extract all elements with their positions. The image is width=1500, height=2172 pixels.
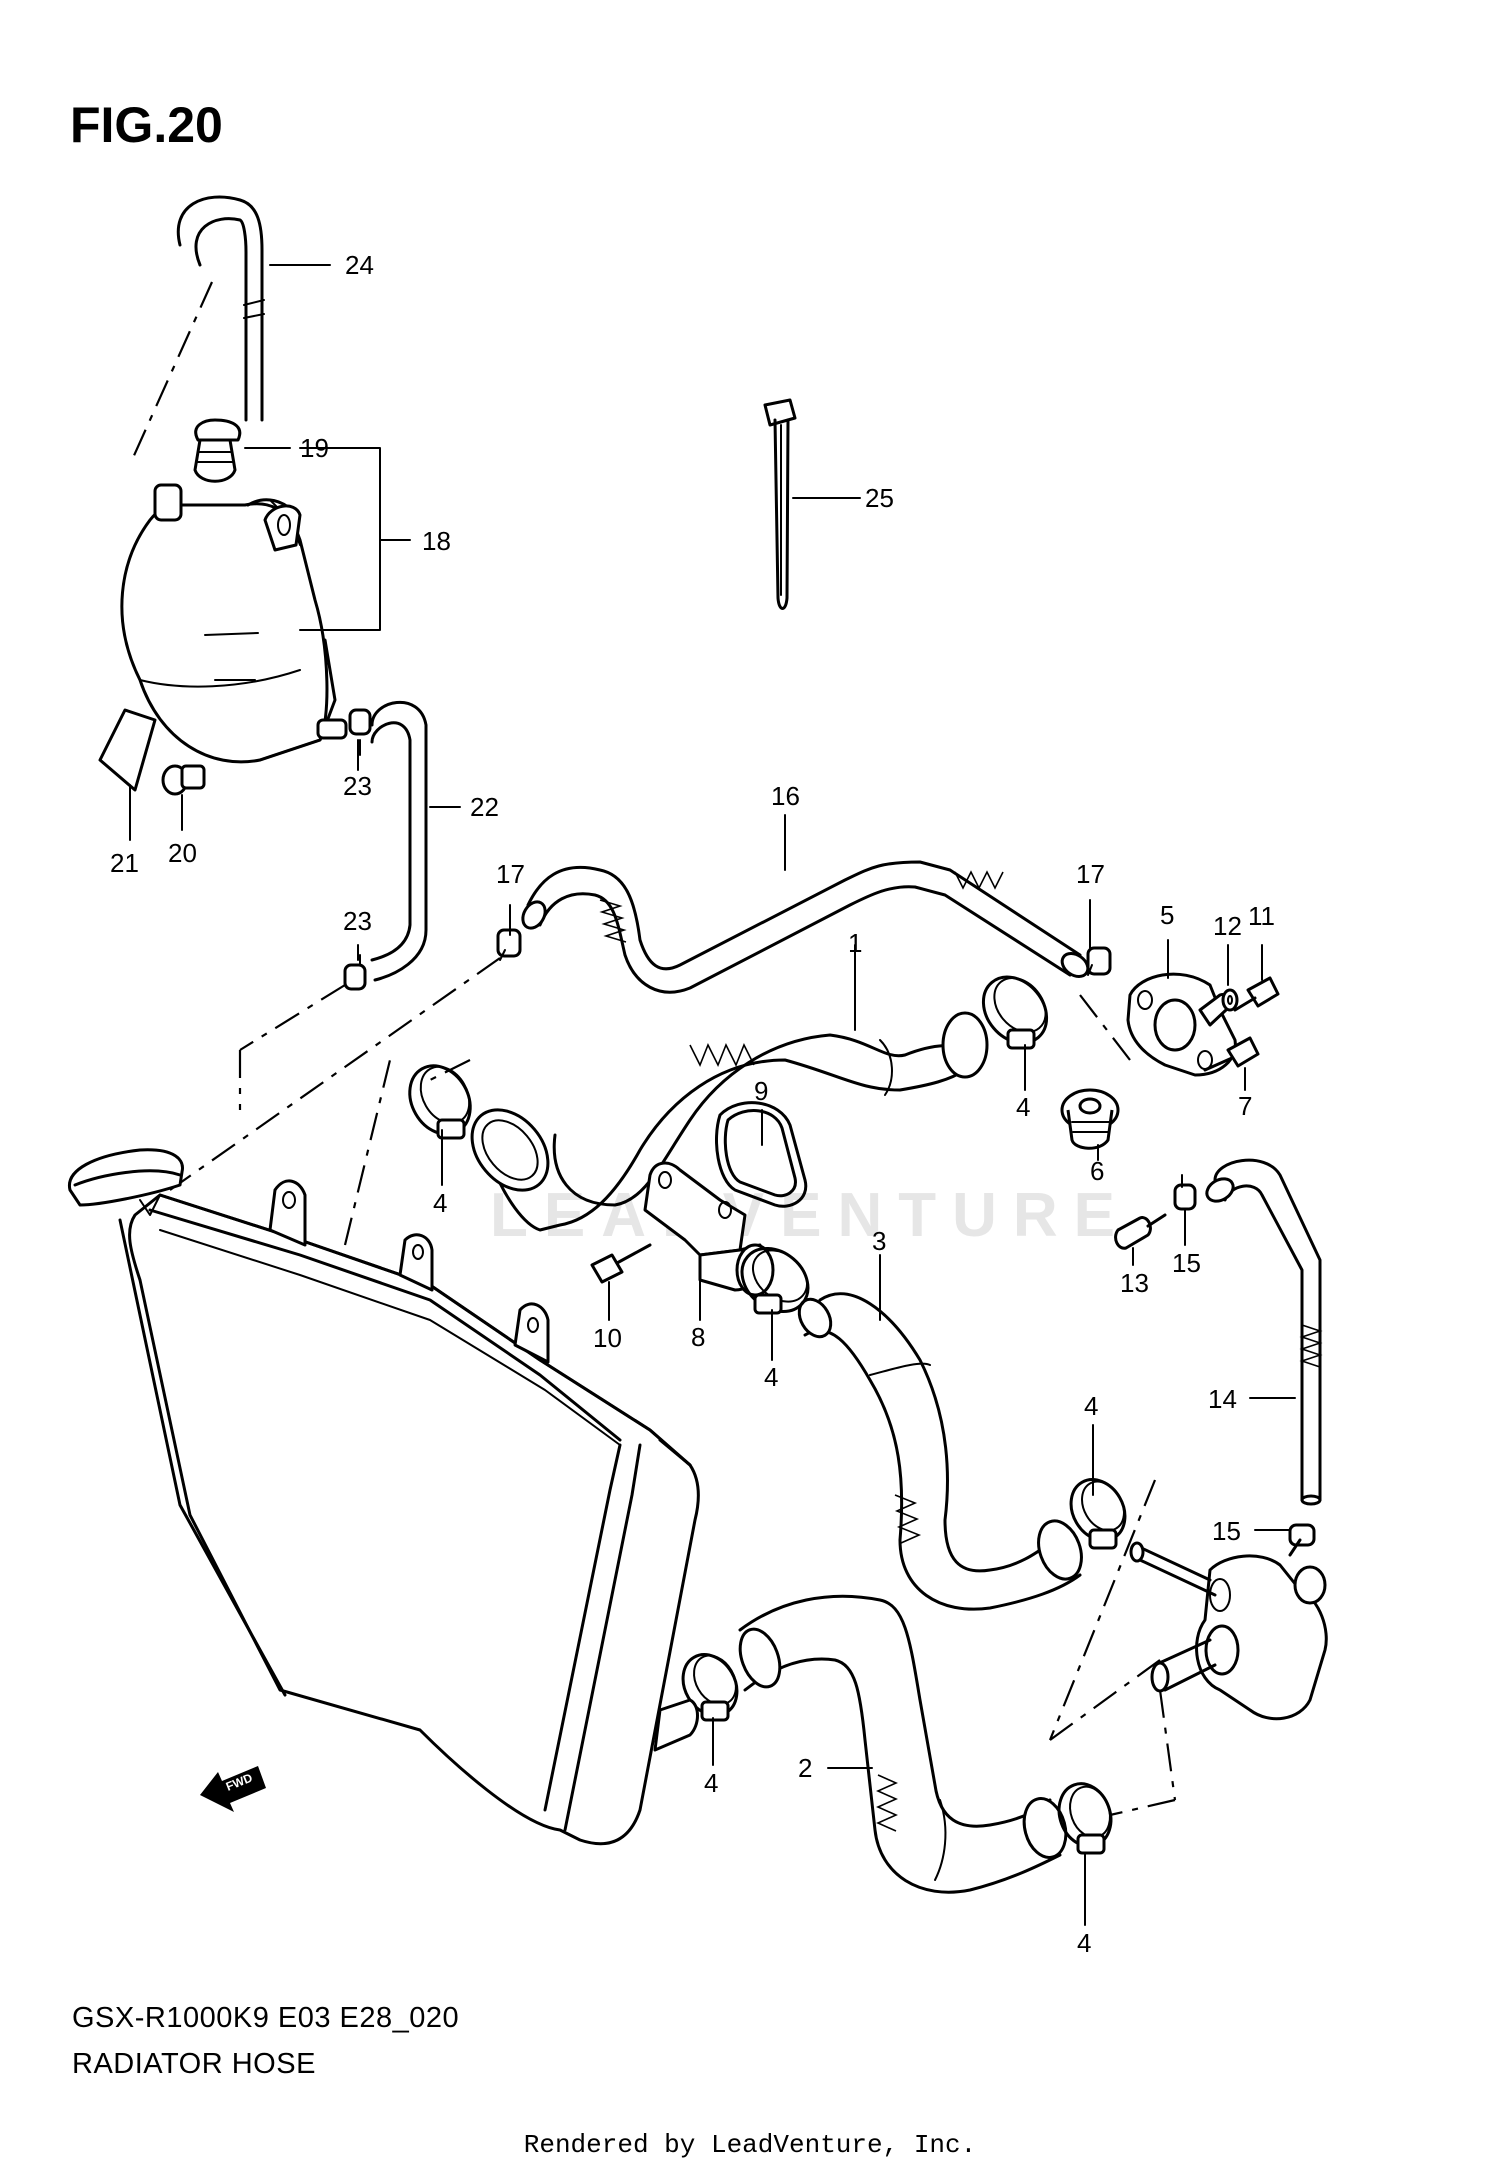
o-ring-9 (715, 1101, 808, 1208)
reservoir-tank-18 (120, 483, 348, 764)
thermostat-cover-5 (1079, 972, 1237, 1077)
callout-4-d: 4 (1084, 1391, 1098, 1421)
hose-clamp-4-b (981, 975, 1049, 1050)
callout-12: 12 (1213, 911, 1242, 941)
callout-8: 8 (691, 1322, 705, 1352)
bolt-11 (1233, 976, 1280, 1012)
callout-17-left: 17 (496, 859, 525, 889)
callouts: 24 19 18 25 21 20 23 22 16 17 23 1 17 5 … (110, 250, 1275, 1958)
callout-4-b: 4 (1016, 1092, 1030, 1122)
fwd-arrow: FWD (200, 1766, 266, 1812)
lower-hose-3 (797, 1292, 1083, 1611)
breather-hose-24 (130, 195, 265, 461)
callout-17-right: 17 (1076, 859, 1105, 889)
render-credit: Rendered by LeadVenture, Inc. (523, 2130, 977, 2160)
figure-title: FIG.20 (70, 97, 223, 153)
overflow-hose-22 (238, 700, 428, 1110)
hose-clamp-4-d (1069, 1478, 1127, 1550)
callout-24: 24 (345, 250, 374, 280)
callout-3: 3 (872, 1226, 886, 1256)
upper-hose-1 (470, 1011, 989, 1232)
thermostat-6 (1060, 1088, 1120, 1150)
pad-21 (98, 708, 157, 792)
callout-25: 25 (865, 483, 894, 513)
callout-15-upper: 15 (1172, 1248, 1201, 1278)
leader-lines (129, 264, 1296, 1926)
callout-15-lower: 15 (1212, 1516, 1241, 1546)
callout-23-upper: 23 (343, 771, 372, 801)
callout-4-c: 4 (764, 1362, 778, 1392)
callout-4-a: 4 (433, 1188, 447, 1218)
water-pump-fitting (1048, 1479, 1328, 1817)
callout-20: 20 (168, 838, 197, 868)
reservoir-cap-19 (193, 418, 242, 483)
lower-hose-2 (738, 1594, 1068, 1894)
washer-12 (1221, 988, 1239, 1012)
callout-7: 7 (1238, 1091, 1252, 1121)
hose-clamp-4-a (408, 1064, 472, 1140)
callout-2: 2 (798, 1753, 812, 1783)
model-code: GSX-R1000K9 E03 E28_020 (72, 2002, 460, 2034)
clamp-15-upper (1173, 1174, 1197, 1211)
figure-subtitle: RADIATOR HOSE (72, 2048, 316, 2080)
watermark: LEADVENTURE (490, 1181, 1132, 1250)
callout-14: 14 (1208, 1384, 1237, 1414)
callout-6: 6 (1090, 1156, 1104, 1186)
bypass-hose-16 (169, 860, 1090, 1191)
hose-clamp-4-e (681, 1653, 739, 1722)
clamp-17-right (1086, 946, 1112, 976)
callout-23-lower: 23 (343, 906, 372, 936)
union-13 (1114, 1213, 1167, 1250)
callout-1: 1 (848, 928, 862, 958)
callout-22: 22 (470, 792, 499, 822)
callout-19: 19 (300, 433, 329, 463)
callout-13: 13 (1120, 1268, 1149, 1298)
callout-4-f: 4 (1077, 1928, 1091, 1958)
bolt-7 (1203, 1036, 1260, 1072)
hose-clamp-4-f (1057, 1782, 1113, 1855)
callout-4-e: 4 (704, 1768, 718, 1798)
bolt-10 (590, 1243, 652, 1284)
cable-tie-25 (763, 398, 797, 610)
clamp-15-lower (1288, 1523, 1316, 1547)
callout-16: 16 (771, 781, 800, 811)
hose-clamp-4-c (740, 1246, 810, 1315)
callout-18: 18 (422, 526, 451, 556)
callout-11: 11 (1248, 901, 1275, 931)
callout-10: 10 (593, 1323, 622, 1353)
radiator (68, 1148, 700, 1846)
callout-21: 21 (110, 848, 139, 878)
callout-9: 9 (754, 1076, 768, 1106)
hose-14 (1205, 1158, 1323, 1506)
grommet-20 (161, 764, 206, 796)
callout-5: 5 (1160, 900, 1174, 930)
